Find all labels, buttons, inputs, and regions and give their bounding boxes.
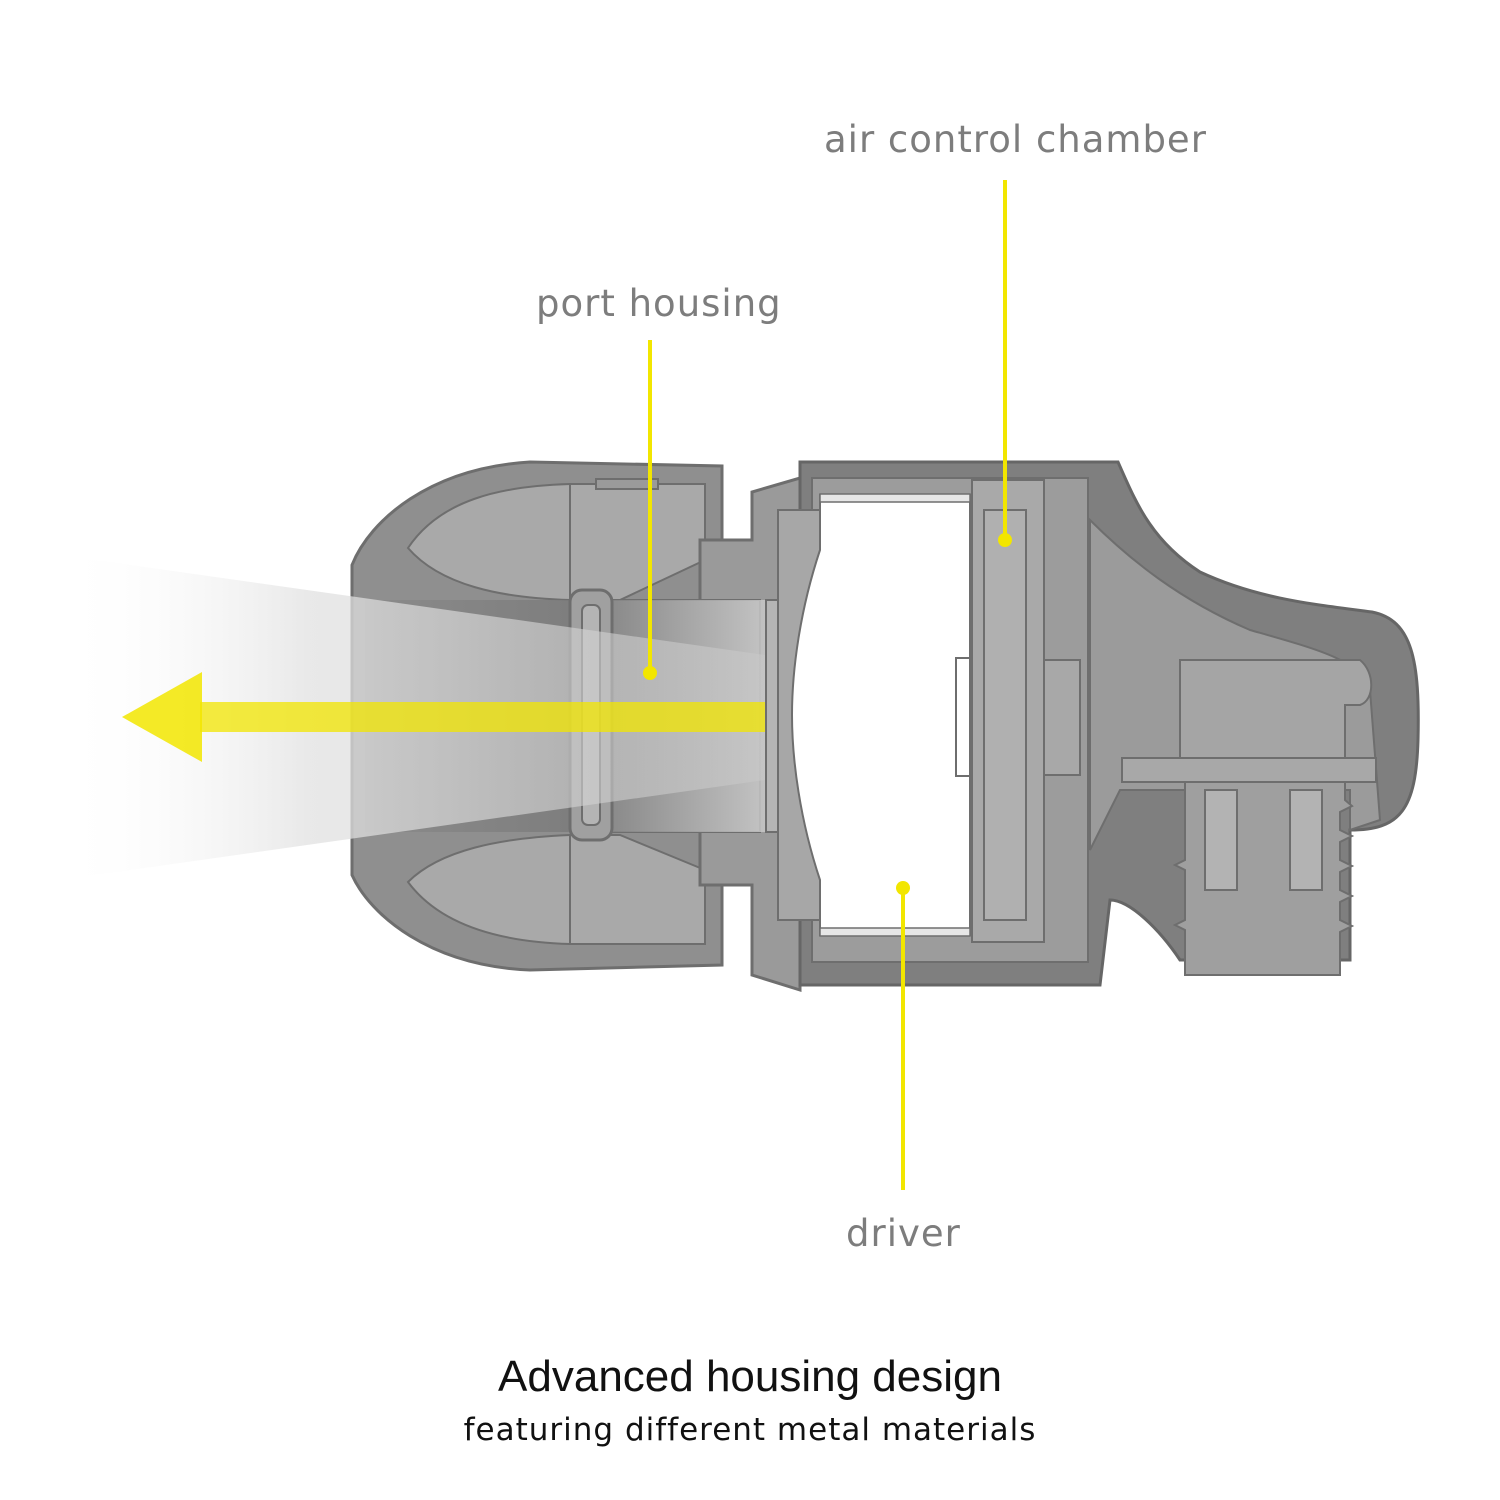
callout-port-housing: [643, 340, 657, 680]
air-control-chamber-label: air control chamber: [824, 118, 1207, 161]
caption-subtitle: featuring different metal materials: [463, 1412, 1037, 1448]
cable-connector: [1121, 659, 1377, 976]
callout-air-control-chamber: [998, 180, 1012, 547]
callout-driver: [896, 881, 910, 1190]
driver-label: driver: [846, 1212, 961, 1255]
port-housing-label: port housing: [536, 282, 782, 325]
sound-flow-arrow: [60, 555, 765, 880]
caption-title: Advanced housing design: [498, 1352, 1002, 1401]
